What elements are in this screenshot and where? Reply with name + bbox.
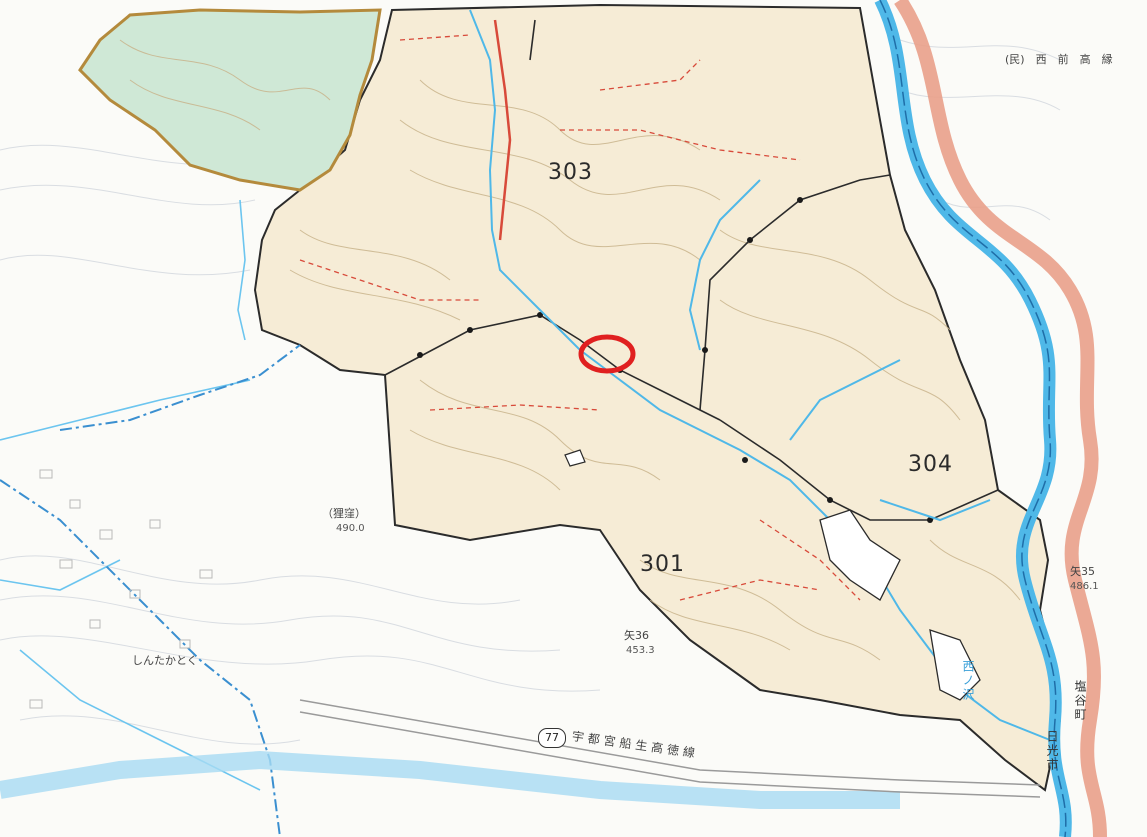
peak-name-tanukikubo: （狸窪）: [322, 507, 366, 520]
prefectural-road: [299, 699, 1041, 786]
label-shintakatoku: しんたかとく: [132, 654, 198, 667]
label-town: 塩谷町: [1073, 680, 1087, 722]
peak-elevation-ya35: 486.1: [1070, 581, 1099, 592]
forest-area: [253, 3, 1062, 792]
west-streams: [0, 199, 261, 791]
boundary-dots: [417, 197, 933, 523]
compartment-301: 301: [640, 552, 685, 577]
peak-name-ya35: 矢35: [1070, 565, 1095, 578]
compartment-303: 303: [548, 160, 593, 185]
compartment-304: 304: [908, 452, 953, 477]
protected-forest: [78, 8, 382, 192]
admin-boundary: [0, 344, 301, 837]
lower-river: [0, 750, 900, 809]
settlement-blocks: [29, 469, 213, 709]
municipal-boundary: [894, 0, 1107, 837]
peak-name-ya36: 矢36: [624, 629, 649, 642]
peak-elevation-ya36: 453.3: [626, 645, 655, 656]
label-north-east: (民) 西 前 高 縁: [1005, 53, 1113, 66]
background-contours: [0, 39, 1061, 745]
label-city: 日光市: [1045, 730, 1059, 772]
private-land: [819, 509, 901, 601]
label-stream: 西ノ沢: [961, 660, 975, 702]
main-road-red: [493, 19, 512, 241]
rivers: [469, 9, 1051, 741]
highlight-circle: [578, 334, 636, 374]
trails: [299, 34, 861, 601]
peak-elevation-tanukikubo: 490.0: [336, 523, 365, 534]
route-77-shield: 77: [538, 728, 566, 748]
